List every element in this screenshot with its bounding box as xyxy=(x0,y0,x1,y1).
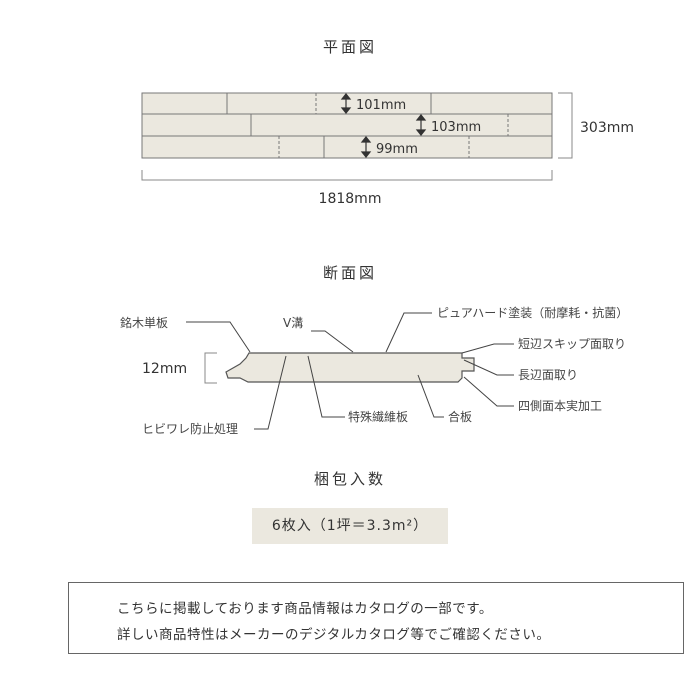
package-count-text: 6枚入（1坪＝3.3m²） xyxy=(271,518,429,534)
label-coating: ピュアハード塗装（耐摩耗・抗菌） xyxy=(437,305,628,320)
width-label-101: 101mm xyxy=(356,98,406,113)
section-board xyxy=(225,352,475,383)
width-label-99: 99mm xyxy=(376,142,418,157)
label-long-chamfer: 長辺面取り xyxy=(518,368,578,382)
package-title: 梱包入数 xyxy=(313,470,386,488)
package-count-box: 6枚入（1坪＝3.3m²） xyxy=(252,508,448,544)
label-crack-prevention: ヒビワレ防止処理 xyxy=(142,421,238,436)
length-bracket xyxy=(141,170,553,181)
plan-board xyxy=(141,92,553,159)
dimension-arrow-101 xyxy=(340,93,352,114)
label-veneer: 銘木単板 xyxy=(120,315,168,330)
leader-lines xyxy=(186,312,514,430)
label-plywood: 合板 xyxy=(448,409,472,424)
thickness-label: 12mm xyxy=(142,361,187,377)
length-label: 1818mm xyxy=(319,191,382,207)
label-tongue-groove: 四側面本実加工 xyxy=(518,398,602,413)
notice-line-1: こちらに掲載しております商品情報はカタログの一部です。 xyxy=(117,601,493,617)
label-short-chamfer: 短辺スキップ面取り xyxy=(518,337,626,351)
width-label-103: 103mm xyxy=(431,120,481,135)
thickness-bracket xyxy=(204,352,217,384)
total-width-bracket xyxy=(558,92,573,159)
notice-box: こちらに掲載しております商品情報はカタログの一部です。 詳しい商品特性はメーカー… xyxy=(68,582,684,654)
plan-view-title: 平面図 xyxy=(322,38,377,56)
dimension-arrow-99 xyxy=(360,136,372,158)
dimension-arrow-103 xyxy=(415,114,427,136)
label-fiber-board: 特殊繊維板 xyxy=(348,409,408,424)
total-width-label: 303mm xyxy=(580,120,634,136)
section-view-title: 断面図 xyxy=(322,264,377,282)
notice-line-2: 詳しい商品特性はメーカーのデジタルカタログ等でご確認ください。 xyxy=(117,627,551,643)
label-v-groove: V溝 xyxy=(283,316,303,330)
